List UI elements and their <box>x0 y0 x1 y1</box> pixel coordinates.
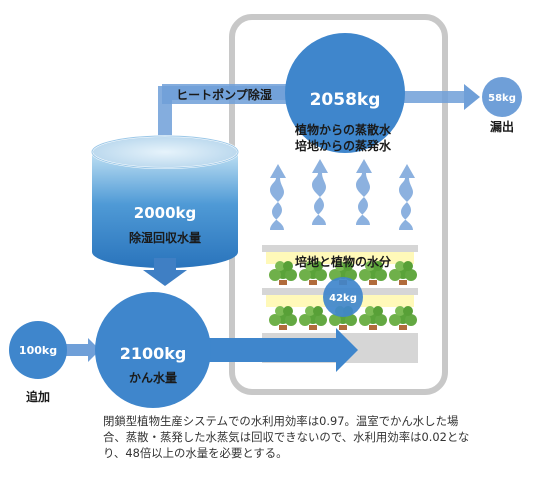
evaporation-label-line1: 植物からの蒸散水 <box>294 122 392 137</box>
leak-label: 漏出 <box>490 119 514 134</box>
add-amount: 100kg <box>19 344 57 357</box>
tank-down-arrowhead <box>143 270 187 286</box>
heat-pump-label: ヒートポンプ除湿 <box>176 87 272 102</box>
dehumidification-tank <box>91 135 239 268</box>
add-arrowhead <box>88 338 100 362</box>
tank-amount: 2000kg <box>134 204 196 222</box>
irrigation-label: かん水量 <box>129 370 177 385</box>
plant-water-label: 培地と植物の水分 <box>295 254 391 269</box>
plant-water-amount: 42kg <box>329 293 357 304</box>
irrigation-arrowhead <box>336 328 358 372</box>
evaporation-circle <box>285 33 405 153</box>
add-label: 追加 <box>26 389 50 404</box>
plant-water-circle <box>323 277 363 317</box>
evaporation-amount: 2058kg <box>310 90 381 110</box>
irrigation-circle <box>95 292 211 408</box>
leak-circle <box>482 77 522 117</box>
irrigation-amount: 2100kg <box>120 344 187 363</box>
add-circle <box>9 321 67 379</box>
evaporation-label-line2: 培地からの蒸発水 <box>295 138 392 153</box>
leak-arrowhead <box>464 84 480 110</box>
tank-label: 除湿回収水量 <box>129 230 201 245</box>
leak-amount: 58kg <box>488 93 516 104</box>
figure-caption: 閉鎖型植物生産システムでの水利用効率は0.97。温室でかん水した場合、蒸散・蒸発… <box>103 414 470 460</box>
